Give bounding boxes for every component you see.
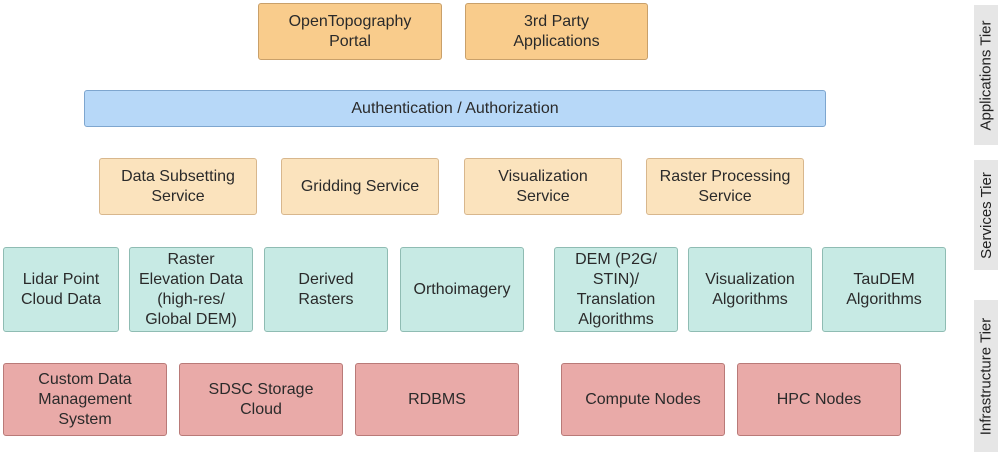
authentication-authorization-bar: Authentication / Authorization: [84, 90, 826, 127]
derived-rasters-box: Derived Rasters: [264, 247, 388, 332]
infrastructure-tier-label: Infrastructure Tier: [974, 300, 998, 452]
infrastructure-tier-text: Infrastructure Tier: [977, 317, 995, 435]
sdsc-storage-cloud-box: SDSC Storage Cloud: [179, 363, 343, 436]
hpc-nodes-box: HPC Nodes: [737, 363, 901, 436]
compute-nodes-box: Compute Nodes: [561, 363, 725, 436]
third-party-applications-box: 3rd Party Applications: [465, 3, 648, 60]
raster-elevation-data-box: Raster Elevation Data (high-res/ Global …: [129, 247, 253, 332]
raster-processing-service-box: Raster Processing Service: [646, 158, 804, 215]
taudem-algorithms-box: TauDEM Algorithms: [822, 247, 946, 332]
services-tier-text: Services Tier: [977, 171, 995, 259]
gridding-service-box: Gridding Service: [281, 158, 439, 215]
rdbms-box: RDBMS: [355, 363, 519, 436]
applications-tier-label: Applications Tier: [974, 5, 998, 145]
orthoimagery-box: Orthoimagery: [400, 247, 524, 332]
applications-tier-text: Applications Tier: [977, 19, 995, 131]
dem-translation-algorithms-box: DEM (P2G/ STIN)/ Translation Algorithms: [554, 247, 678, 332]
custom-data-management-system-box: Custom Data Management System: [3, 363, 167, 436]
visualization-algorithms-box: Visualization Algorithms: [688, 247, 812, 332]
visualization-service-box: Visualization Service: [464, 158, 622, 215]
opentopography-portal-box: OpenTopography Portal: [258, 3, 442, 60]
lidar-point-cloud-data-box: Lidar Point Cloud Data: [3, 247, 119, 332]
data-subsetting-service-box: Data Subsetting Service: [99, 158, 257, 215]
services-tier-label: Services Tier: [974, 160, 998, 270]
